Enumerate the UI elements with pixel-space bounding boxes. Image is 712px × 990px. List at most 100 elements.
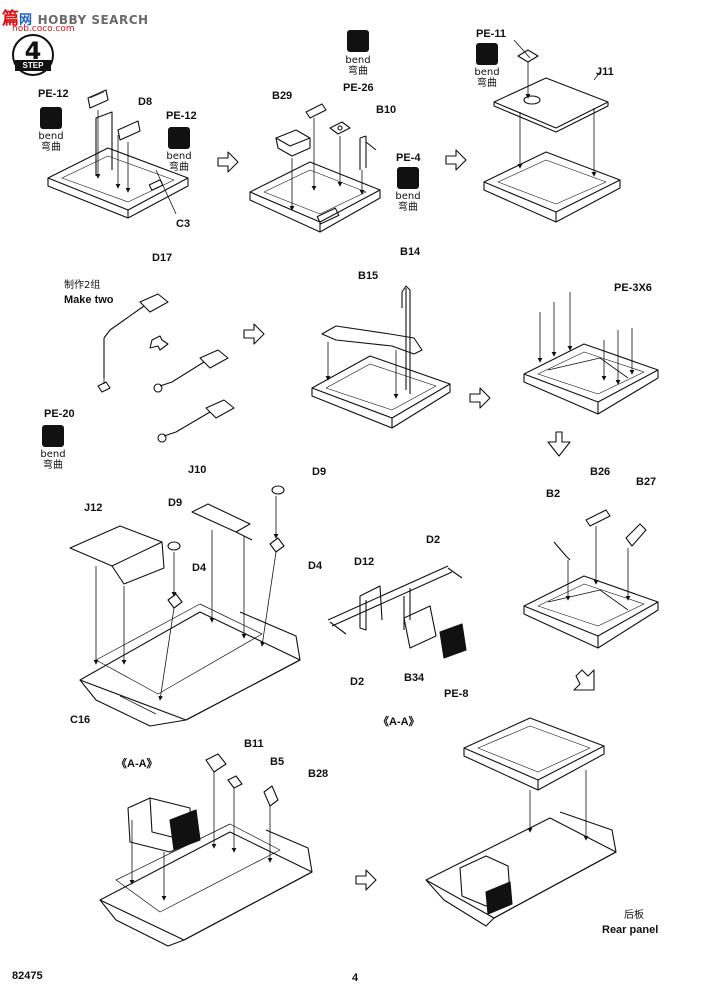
part-b34 (403, 605, 437, 649)
label-b14: B14 (400, 246, 421, 258)
label-d2-a: D2 (426, 534, 441, 546)
part-b26 (585, 509, 611, 527)
label-b34: B34 (404, 672, 425, 684)
part-d9-a (167, 541, 181, 551)
part-j11 (493, 77, 609, 133)
part-d4-b (269, 537, 285, 553)
label-b27: B27 (636, 476, 657, 488)
label-pe26: PE-26 (343, 82, 374, 94)
watermark-char-2: 网 (19, 13, 33, 28)
part-d8 (95, 111, 113, 176)
part-d2-frame (327, 565, 463, 635)
watermark-url: hob.coco.com (12, 24, 75, 34)
product-code: 82475 (12, 970, 43, 982)
part-rear-panel-top (463, 717, 605, 791)
flow-arrow (243, 323, 265, 345)
part-b28 (263, 785, 279, 807)
part-base-panel-6 (523, 575, 659, 649)
flow-arrow (547, 431, 571, 457)
label-b26: B26 (590, 466, 611, 478)
part-j10 (191, 503, 253, 541)
part-c16-assembly (99, 823, 313, 947)
part-pe12-b (117, 120, 141, 141)
part-b2 (553, 541, 571, 561)
part-c16 (79, 603, 301, 727)
part-base-panel-3 (483, 151, 621, 223)
label-pe4: PE-4 (396, 152, 421, 164)
label-pe8: PE-8 (444, 688, 469, 700)
label-b2: B2 (546, 488, 561, 500)
label-d17: D17 (152, 252, 173, 264)
label-section-aa: 《A-A》 (378, 716, 420, 728)
label-d9-a: D9 (168, 497, 183, 509)
label-make-two-en: Make two (64, 294, 114, 306)
part-base-panel-4 (311, 355, 451, 429)
bend-icon (397, 167, 419, 189)
part-pe4 (359, 135, 377, 170)
part-pe8 (439, 623, 467, 659)
page-number: 4 (352, 972, 359, 984)
bend-icon (476, 43, 498, 65)
part-b15-lever (321, 325, 423, 355)
flow-arrow (469, 387, 491, 409)
label-b5: B5 (270, 756, 285, 768)
label-pe12-a: PE-12 (38, 88, 69, 100)
label-section-aa-2: 《A-A》 (116, 758, 158, 770)
part-aa-frame-installed (127, 797, 201, 853)
label-j12: J12 (84, 502, 103, 514)
part-base-panel-5 (523, 343, 659, 415)
watermark-text: HOBBY SEARCH (37, 13, 149, 27)
part-j12 (69, 525, 165, 585)
label-rear-panel-cn: 后板 (624, 910, 644, 921)
part-d4-a (167, 593, 183, 609)
part-pe12-a (87, 89, 109, 109)
label-pe3x6: PE-3X6 (614, 282, 652, 294)
flow-arrow (355, 869, 377, 891)
part-rear-hull (425, 811, 617, 927)
watermark-char-1: 篇 (2, 9, 19, 29)
part-b29 (275, 129, 311, 157)
flow-arrow (149, 335, 169, 351)
bend-icon (40, 107, 62, 129)
flow-arrow (445, 149, 467, 171)
bend-icon (168, 127, 190, 149)
label-d4-b: D4 (308, 560, 323, 572)
step-badge: 4 STEP (12, 34, 54, 76)
part-d17-copy-b (157, 399, 235, 443)
label-b29: B29 (272, 90, 293, 102)
part-b27 (625, 523, 647, 547)
part-d9-b (271, 485, 285, 495)
part-pe20 (97, 378, 111, 393)
label-d4-a: D4 (192, 562, 207, 574)
label-b15: B15 (358, 270, 379, 282)
label-d8: D8 (138, 96, 153, 108)
label-pe12-b: PE-12 (166, 110, 197, 122)
label-pe20: PE-20 (44, 408, 75, 420)
label-d9-b: D9 (312, 466, 327, 478)
part-pe3-rivets (537, 292, 635, 385)
flow-arrow (217, 151, 239, 173)
label-c3: C3 (176, 218, 191, 230)
label-b28: B28 (308, 768, 329, 780)
label-b11: B11 (244, 738, 264, 750)
part-b5 (227, 775, 243, 789)
label-b10: B10 (376, 104, 397, 116)
step-label: STEP (15, 60, 51, 71)
label-pe11: PE-11 (476, 28, 506, 40)
part-d12 (359, 585, 411, 631)
label-d2-b: D2 (350, 676, 365, 688)
part-b11 (205, 753, 227, 773)
watermark: 篇网 HOBBY SEARCH hob.coco.com (2, 4, 149, 34)
step-number: 4 (24, 37, 42, 65)
label-j10: J10 (188, 464, 207, 476)
part-pe26 (305, 103, 327, 119)
part-d17-copy-a (153, 349, 229, 393)
